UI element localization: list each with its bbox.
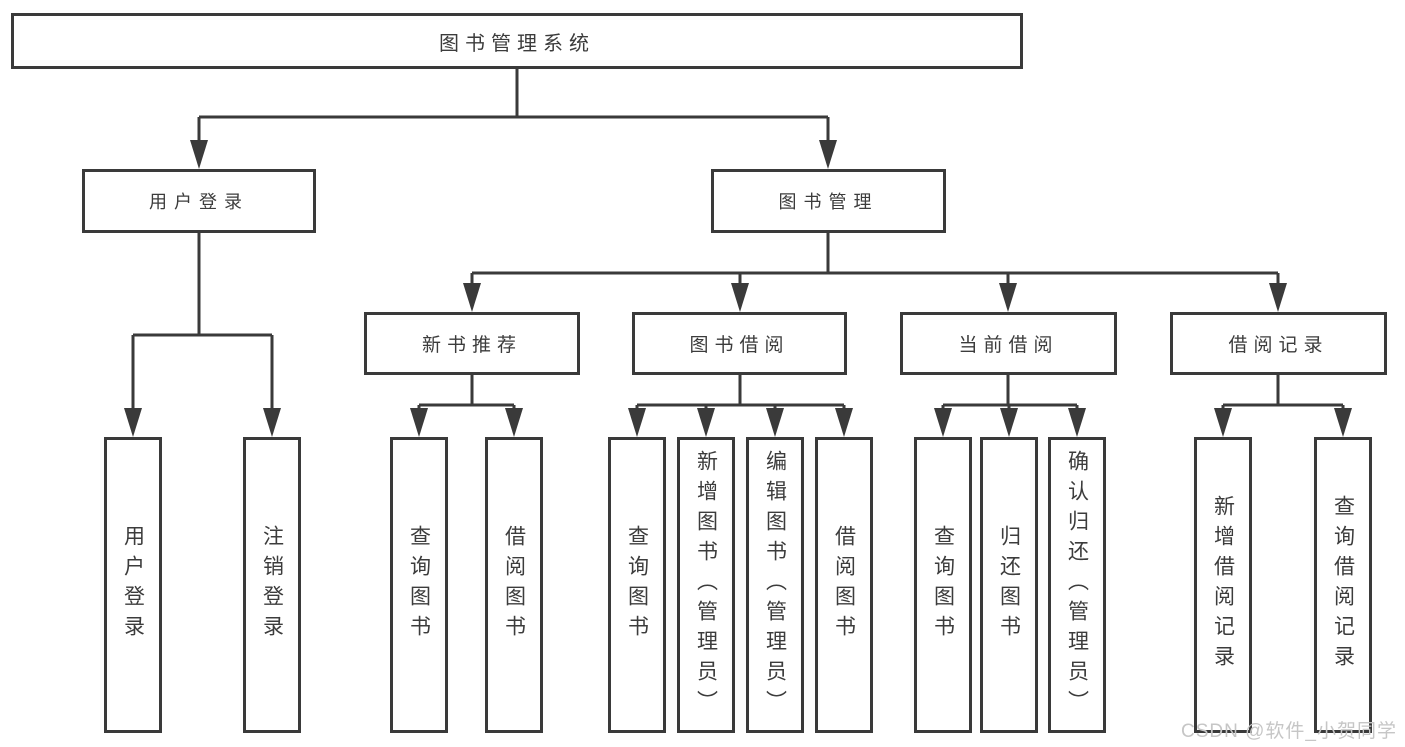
node-book-borrow: 图书借阅 — [632, 312, 847, 375]
node-label: 图书借阅 — [689, 335, 790, 356]
node-user-login: 用户登录 — [82, 169, 316, 233]
leaf-bb-query-books: 查询图书 — [608, 437, 666, 733]
leaf-logout: 注销登录 — [243, 437, 301, 733]
node-current-borrow: 当前借阅 — [900, 312, 1117, 375]
leaf-cb-query-books: 查询图书 — [914, 437, 972, 733]
leaf-label: 用户登录 — [121, 525, 145, 645]
leaf-user-login: 用户登录 — [104, 437, 162, 733]
leaf-label: 查询图书 — [625, 525, 649, 645]
leaf-label: 查询借阅记录 — [1331, 495, 1355, 675]
leaf-bb-borrow-books: 借阅图书 — [815, 437, 873, 733]
leaf-label: 借阅图书 — [502, 525, 526, 645]
leaf-br-query-borrow-record: 查询借阅记录 — [1314, 437, 1372, 733]
leaf-br-add-borrow-record: 新增借阅记录 — [1194, 437, 1252, 733]
node-label: 图书管理系统 — [439, 32, 595, 55]
node-label: 新书推荐 — [421, 335, 522, 356]
node-book-management: 图书管理 — [711, 169, 946, 233]
leaf-label: 查询图书 — [931, 525, 955, 645]
leaf-label: 新增借阅记录 — [1211, 495, 1235, 675]
leaf-cb-return-books: 归还图书 — [980, 437, 1038, 733]
leaf-label: 确认归还（管理员） — [1065, 450, 1089, 720]
node-label: 借阅记录 — [1228, 335, 1329, 356]
node-new-book-recommend: 新书推荐 — [364, 312, 580, 375]
leaf-bb-add-books-admin: 新增图书（管理员） — [677, 437, 735, 733]
leaf-label: 注销登录 — [260, 525, 284, 645]
leaf-label: 新增图书（管理员） — [694, 450, 718, 720]
leaf-bb-edit-books-admin: 编辑图书（管理员） — [746, 437, 804, 733]
node-label: 用户登录 — [149, 192, 249, 212]
node-label: 当前借阅 — [958, 335, 1059, 356]
node-label: 图书管理 — [778, 192, 879, 212]
leaf-nb-borrow-books: 借阅图书 — [485, 437, 543, 733]
leaf-label: 编辑图书（管理员） — [763, 450, 787, 720]
node-borrow-record: 借阅记录 — [1170, 312, 1387, 375]
node-library-management-system: 图书管理系统 — [11, 13, 1023, 69]
arrowheads — [124, 140, 1352, 437]
leaf-label: 借阅图书 — [832, 525, 856, 645]
leaf-label: 归还图书 — [997, 525, 1021, 645]
leaf-label: 查询图书 — [407, 525, 431, 645]
watermark-text: CSDN @软件_小贺同学 — [1181, 721, 1397, 742]
leaf-nb-query-books: 查询图书 — [390, 437, 448, 733]
leaf-cb-confirm-return-admin: 确认归还（管理员） — [1048, 437, 1106, 733]
